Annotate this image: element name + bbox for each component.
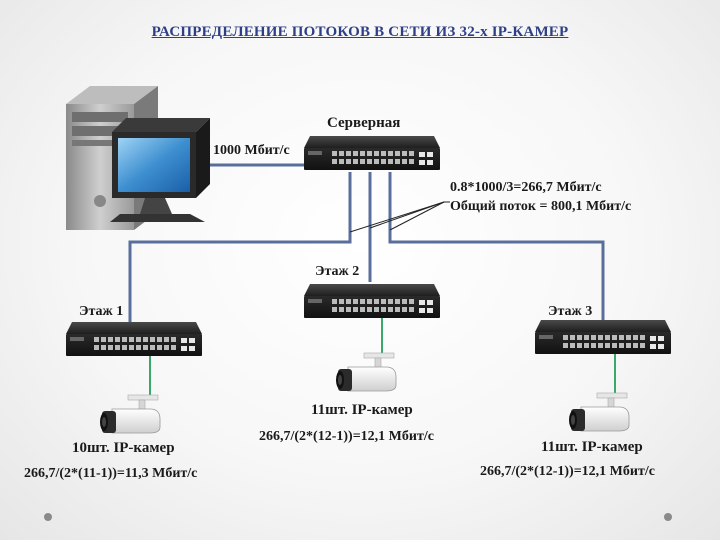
floor-2-camera-icon xyxy=(335,352,397,392)
formula-pointers xyxy=(349,201,450,233)
floor-2-camera-formula: 266,7/(2*(12-1))=12,1 Мбит/с xyxy=(259,429,434,444)
trunk-links xyxy=(128,163,605,322)
floor-2-switch-icon xyxy=(304,284,440,318)
floor-1-label: Этаж 1 xyxy=(79,304,124,319)
trunk-floor-3 xyxy=(388,172,605,320)
floor-2-camera-count: 11шт. IP-камер xyxy=(311,402,413,418)
floor-2-label: Этаж 2 xyxy=(315,264,360,279)
diagram-title: РАСПРЕДЕЛЕНИЕ ПОТОКОВ В СЕТИ ИЗ 32-х IP-… xyxy=(151,24,569,40)
pointer-line-3 xyxy=(389,201,445,231)
uplink-speed-label: 1000 Мбит/с xyxy=(213,143,290,158)
floor-1-camera-formula: 266,7/(2*(11-1))=11,3 Мбит/с xyxy=(24,466,198,481)
floor-3-camera-icon xyxy=(568,392,630,432)
trunk-floor-1 xyxy=(128,172,352,322)
total-flow-label: Общий поток = 800,1 Мбит/с xyxy=(450,199,632,214)
floor-3-label: Этаж 3 xyxy=(548,304,593,319)
nav-dot-left xyxy=(44,513,52,521)
server-computer-icon xyxy=(66,86,210,230)
floor-1-switch-icon xyxy=(66,322,202,356)
floor-1-camera-icon xyxy=(99,394,161,434)
camera-links xyxy=(149,317,616,396)
per-link-formula: 0.8*1000/3=266,7 Мбит/с xyxy=(450,180,602,195)
floor-3-camera-formula: 266,7/(2*(12-1))=12,1 Мбит/с xyxy=(480,464,655,479)
floor-3-camera-count: 11шт. IP-камер xyxy=(541,439,643,455)
server-switch-icon xyxy=(304,136,440,170)
nav-dot-right xyxy=(664,513,672,521)
server-room-label: Серверная xyxy=(327,115,401,131)
pointer-line-2 xyxy=(369,201,445,229)
floor-3-switch-icon xyxy=(535,320,671,354)
floor-1-camera-count: 10шт. IP-камер xyxy=(72,440,175,456)
